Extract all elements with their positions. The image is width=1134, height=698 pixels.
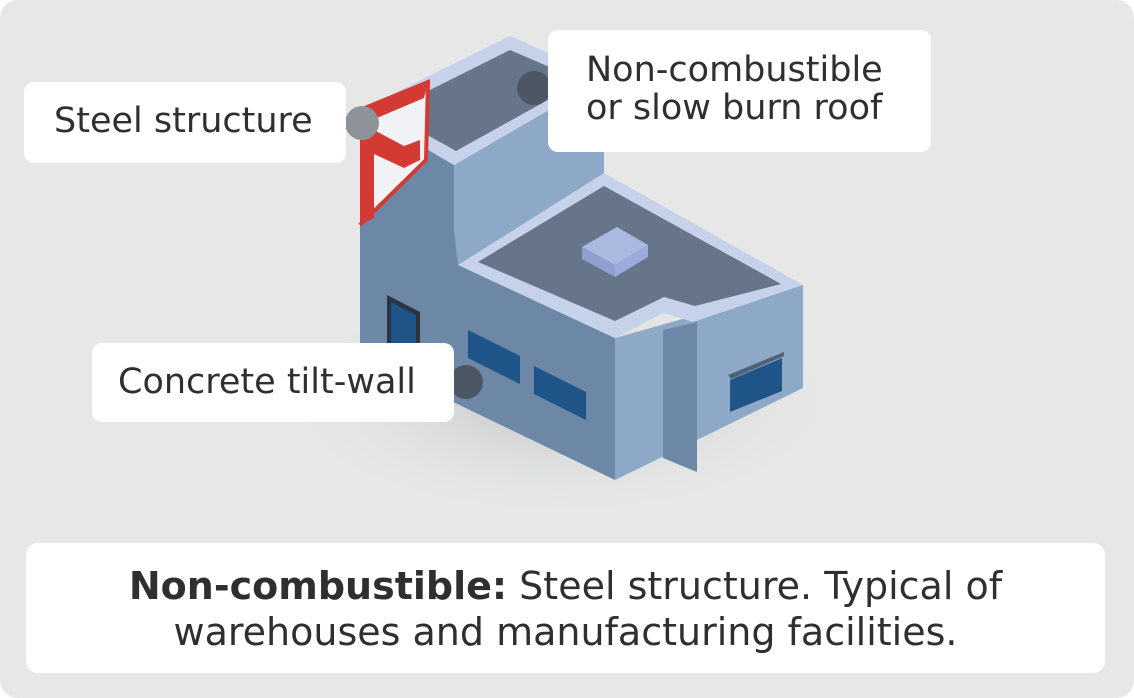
wall-recess <box>663 322 697 472</box>
window-left-2 <box>534 366 586 420</box>
callout-dot-icon <box>449 365 483 399</box>
callout-roof-line1: Non-combustible <box>586 50 883 90</box>
callout-steel-label: Steel structure <box>54 101 313 141</box>
caption-bold: Non-combustible: <box>128 564 508 608</box>
skylight-side <box>582 247 615 277</box>
caption-line1-text: Steel structure. Typical of <box>507 564 1003 608</box>
window-right-sill <box>728 352 784 379</box>
window-left-1 <box>468 330 520 384</box>
callout-roof: Non-combustible or slow burn roof <box>548 30 931 152</box>
callout-steel-structure: Steel structure <box>24 82 346 163</box>
callout-dot-icon <box>517 71 551 105</box>
steel-beam-top <box>360 82 428 120</box>
callout-dot-icon <box>345 106 379 140</box>
skylight-top <box>582 227 648 265</box>
window-right <box>730 358 782 412</box>
callout-roof-line2: or slow burn roof <box>586 88 883 128</box>
skylight-front <box>615 245 648 277</box>
caption-line1: Non-combustible: Steel structure. Typica… <box>26 563 1105 609</box>
callout-wall-label: Concrete tilt-wall <box>118 362 416 402</box>
callout-tilt-wall: Concrete tilt-wall <box>92 343 454 422</box>
caption-box: Non-combustible: Steel structure. Typica… <box>26 543 1105 673</box>
caption-line2: warehouses and manufacturing facilities. <box>173 610 958 654</box>
steel-brace <box>374 130 420 168</box>
low-right-wall <box>615 285 803 480</box>
